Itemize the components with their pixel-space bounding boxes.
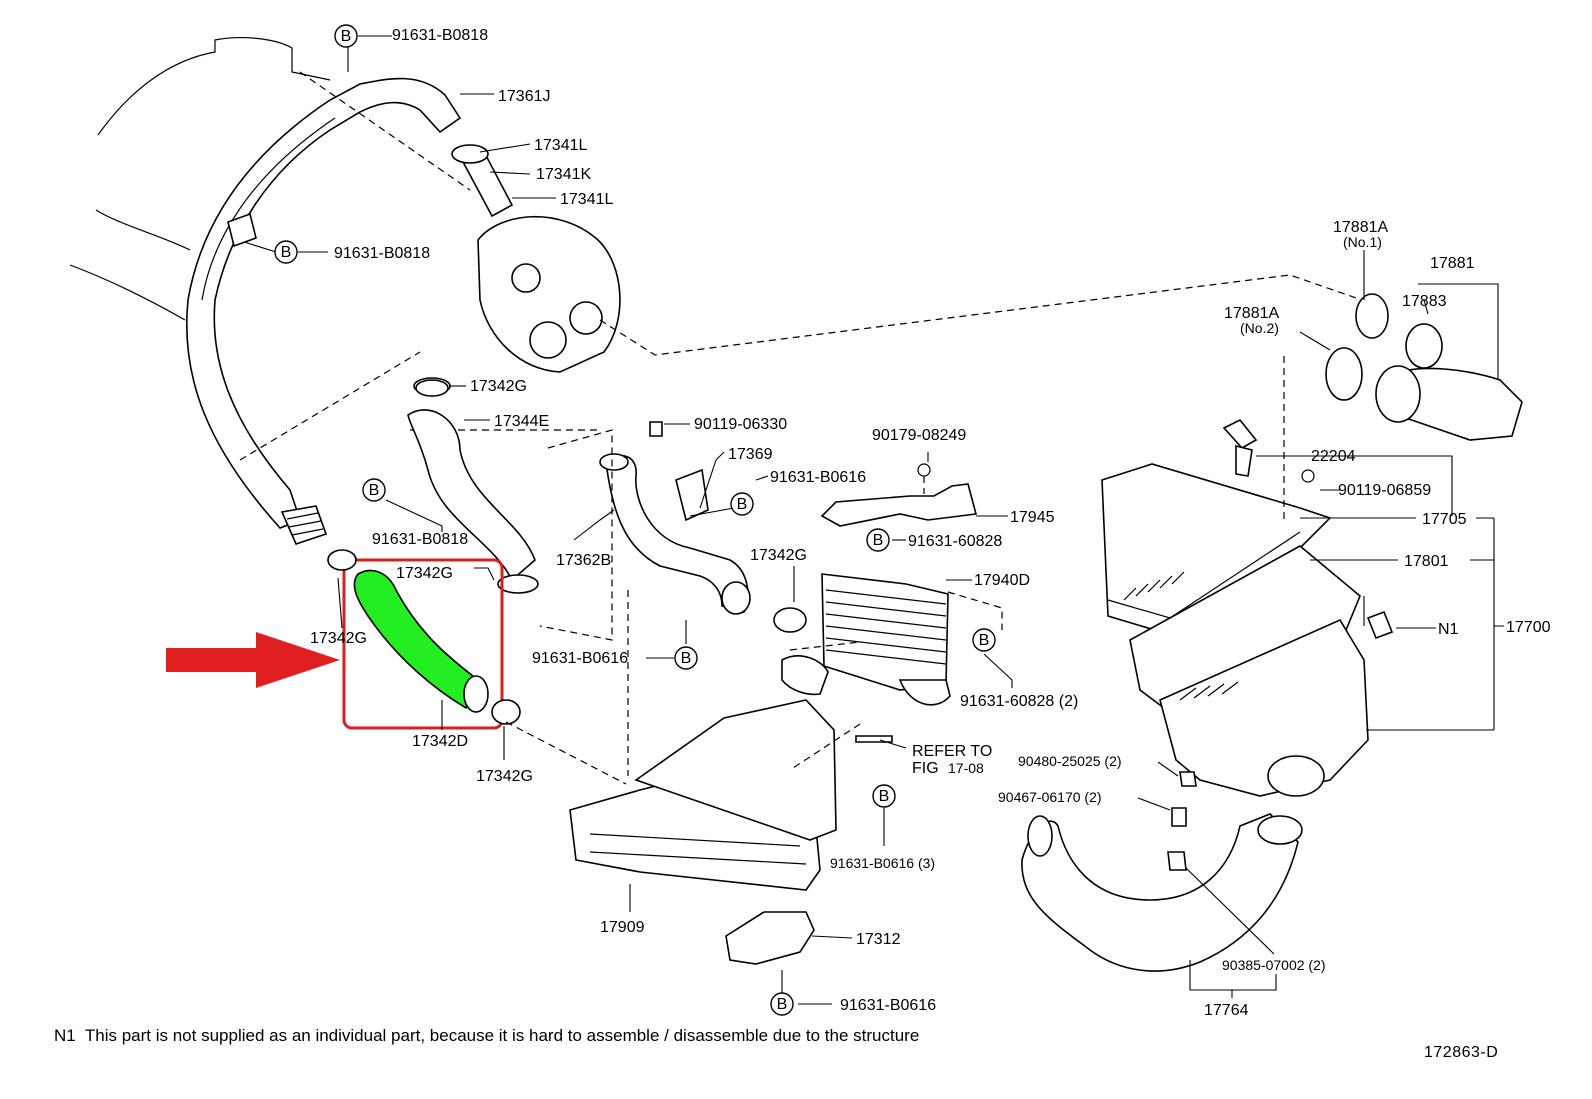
label-17881A-no1-sub: (No.1)	[1343, 234, 1382, 250]
bolt-marker-2: B	[274, 240, 298, 264]
air-cleaner-17700	[1101, 418, 1394, 797]
label-91631-60828: 91631-60828	[908, 533, 1002, 550]
bolt-marker-5: B	[866, 528, 890, 552]
bolt-marker-4: B	[730, 492, 754, 516]
duct-17909	[505, 699, 861, 891]
label-17341L-b: 17341L	[560, 191, 613, 208]
label-90385-07002: 90385-07002 (2)	[1222, 957, 1326, 973]
label-17881A-no1: 17881A	[1333, 219, 1388, 236]
label-17341L-a: 17341L	[534, 137, 587, 154]
bolt-marker-letter: B	[879, 788, 890, 805]
bolt-marker-7: B	[972, 628, 996, 652]
bolt-marker-letter: B	[369, 482, 380, 499]
label-17341K: 17341K	[536, 166, 591, 183]
label-17342G-b: 17342G	[750, 547, 807, 564]
intake-pipe-assembly	[69, 37, 1363, 545]
label-90480-25025: 90480-25025 (2)	[1018, 753, 1122, 769]
label-17881A-no2: 17881A	[1224, 305, 1279, 322]
label-17342G-d: 17342G	[476, 768, 533, 785]
label-17801: 17801	[1404, 553, 1449, 570]
label-91631-60828-2: 91631-60828 (2)	[960, 693, 1078, 710]
hose-17881	[1283, 293, 1523, 520]
highlighted-hose-17342D	[166, 558, 504, 730]
label-17362B: 17362B	[556, 552, 611, 569]
label-17940D: 17940D	[974, 572, 1030, 589]
bolt-marker-letter: B	[737, 496, 748, 513]
small-fasteners	[649, 421, 1197, 871]
label-91631-B0616-b: 91631-B0616	[532, 650, 628, 667]
label-17883: 17883	[1402, 293, 1447, 310]
label-17344E: 17344E	[494, 413, 549, 430]
bolt-marker-letter: B	[281, 244, 292, 261]
refer-note-line2: FIG	[912, 760, 939, 777]
bolt-marker-1: B	[334, 24, 358, 48]
bolt-marker-3: B	[362, 478, 386, 502]
label-17342G-c: 17342G	[310, 630, 367, 647]
label-17342G-a: 17342G	[470, 378, 527, 395]
refer-note-line1: REFER TO	[912, 743, 992, 760]
label-90119-06859: 90119-06859	[1338, 482, 1431, 499]
footnote: N1 This part is not supplied as an indiv…	[54, 1026, 919, 1046]
pipe-17764	[1021, 813, 1303, 972]
label-17764: 17764	[1204, 1002, 1249, 1019]
label-17342D: 17342D	[412, 733, 468, 750]
label-17881: 17881	[1430, 255, 1475, 272]
label-91631-B0616-a: 91631-B0616	[770, 469, 866, 486]
label-90467-06170: 90467-06170 (2)	[998, 789, 1102, 805]
label-17342G-box: 17342G	[396, 565, 453, 582]
bolt-marker-letter: B	[341, 28, 352, 45]
label-91631-B0818-mid: 91631-B0818	[334, 245, 430, 262]
label-17700: 17700	[1506, 619, 1551, 636]
footnote-marker: N1	[54, 1026, 76, 1045]
label-91631-B0818-low: 91631-B0818	[372, 531, 468, 548]
bolt-marker-6: B	[674, 646, 698, 670]
label-91631-B0818-top: 91631-B0818	[392, 27, 488, 44]
bolt-marker-letter: B	[979, 632, 990, 649]
label-91631-B0616-bot: 91631-B0616	[840, 997, 936, 1014]
label-91631-B0616-3: 91631-B0616 (3)	[830, 855, 935, 871]
bolt-marker-8: B	[872, 784, 896, 808]
footnote-text: This part is not supplied as an individu…	[84, 1026, 920, 1045]
bolt-markers: B B B B B B B B B	[274, 24, 996, 1016]
label-N1: N1	[1438, 621, 1459, 638]
label-17945: 17945	[1010, 509, 1055, 526]
pipe-17362B	[539, 429, 751, 776]
leader-lines	[243, 35, 1504, 1005]
label-17361J: 17361J	[498, 88, 551, 105]
refer-note-fig: 17-08	[948, 760, 984, 776]
bracket-17945	[820, 463, 978, 527]
bolt-marker-9: B	[770, 992, 794, 1016]
intercooler-17940D	[781, 573, 1003, 706]
bracket-17312	[725, 911, 815, 965]
label-17705: 17705	[1422, 511, 1467, 528]
label-17312: 17312	[856, 931, 901, 948]
label-22204: 22204	[1311, 448, 1356, 465]
label-17909: 17909	[600, 919, 645, 936]
label-17369: 17369	[728, 446, 773, 463]
bolt-marker-letter: B	[681, 650, 692, 667]
bolt-marker-letter: B	[873, 532, 884, 549]
label-17881A-no2-sub: (No.2)	[1240, 320, 1279, 336]
label-90119-06330: 90119-06330	[694, 416, 787, 433]
figure-code: 172863-D	[1424, 1044, 1499, 1061]
clamps-17342G	[327, 379, 807, 725]
bolt-marker-letter: B	[777, 996, 788, 1013]
label-90179-08249: 90179-08249	[872, 427, 966, 444]
part-labels: 91631-B0818 17361J 17341L 17341K 17341L …	[310, 27, 1551, 1019]
